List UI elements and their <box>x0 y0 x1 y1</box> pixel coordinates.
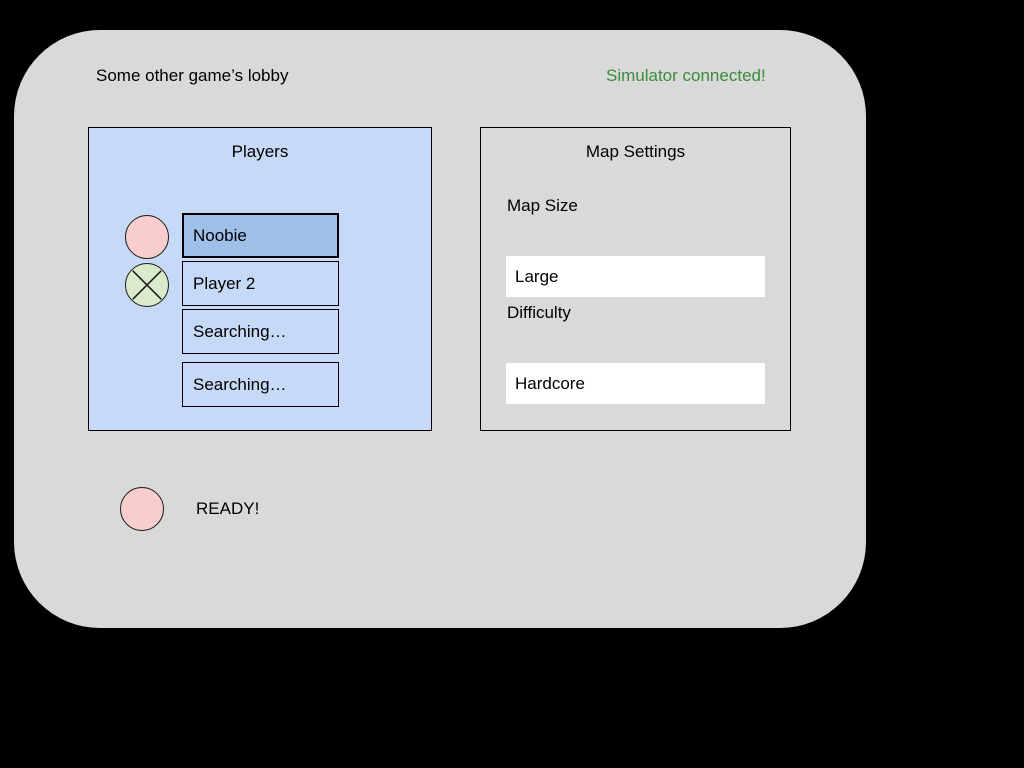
difficulty-label: Difficulty <box>507 303 571 322</box>
player-slot-label: Searching… <box>193 374 287 394</box>
player-slot[interactable]: Noobie <box>182 213 339 258</box>
map-size-select[interactable]: Large <box>506 256 765 297</box>
player-slot-label: Noobie <box>193 225 247 245</box>
difficulty-value: Hardcore <box>515 373 585 393</box>
players-panel-title: Players <box>231 142 289 161</box>
lobby-dialog: Some other game’s lobby Simulator connec… <box>14 30 866 628</box>
map-size-label: Map Size <box>507 196 578 215</box>
map-settings-panel-title: Map Settings <box>585 142 686 161</box>
page-title: Some other game’s lobby <box>96 66 289 85</box>
player-slot-label: Player 2 <box>193 273 256 293</box>
difficulty-select[interactable]: Hardcore <box>506 363 765 404</box>
map-settings-panel: Map Settings Map Size Large Difficulty H… <box>480 127 791 431</box>
filled-circle-icon <box>125 215 169 259</box>
player-slot-label: Searching… <box>193 321 287 341</box>
player-slot[interactable]: Searching… <box>182 362 339 407</box>
ready-label: READY! <box>196 499 260 518</box>
players-panel: Players Noobie Player 2 Searching… Searc… <box>88 127 432 431</box>
player-slot[interactable]: Searching… <box>182 309 339 354</box>
map-size-value: Large <box>515 266 559 286</box>
crossed-circle-icon <box>125 263 169 307</box>
connection-status-text: Simulator connected! <box>606 66 766 85</box>
player-slot[interactable]: Player 2 <box>182 261 339 306</box>
filled-circle-icon[interactable] <box>120 487 164 531</box>
ready-row[interactable]: READY! <box>120 487 259 531</box>
